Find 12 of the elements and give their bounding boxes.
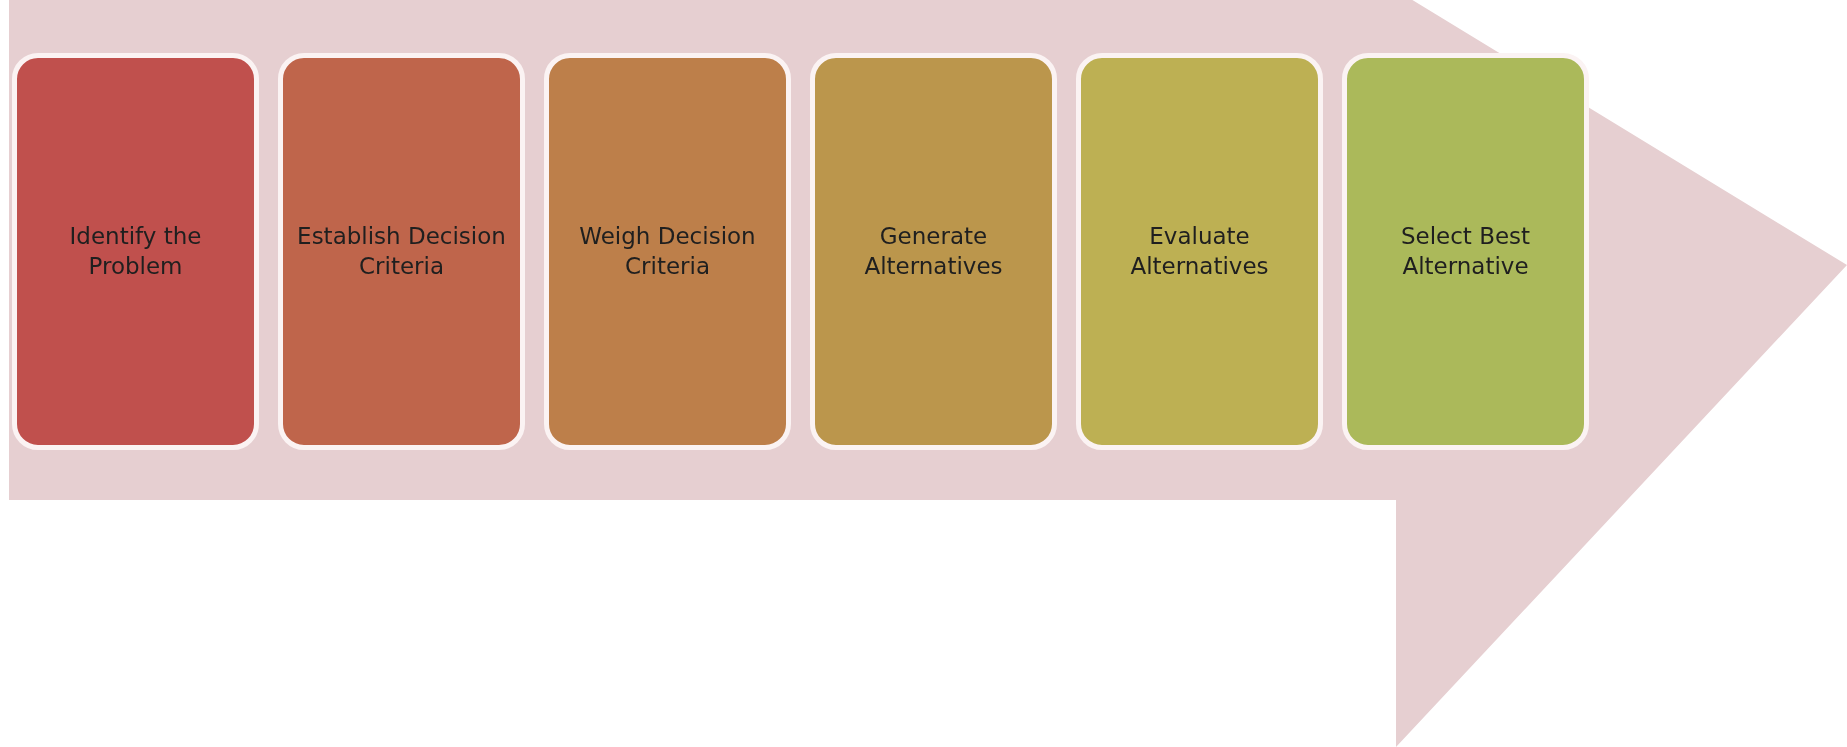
process-box xyxy=(810,53,1057,450)
step-label: Evaluate Alternatives xyxy=(1129,221,1270,281)
step-label: Select Best Alternative xyxy=(1399,221,1532,281)
process-box xyxy=(1076,53,1323,450)
process-box xyxy=(544,53,791,450)
process-box xyxy=(1342,53,1589,450)
step-label: Establish Decision Criteria xyxy=(297,221,506,281)
step-label: Identify the Problem xyxy=(68,221,203,281)
process-box xyxy=(278,53,525,450)
step-label: Weigh Decision Criteria xyxy=(578,221,757,281)
process-box xyxy=(12,53,259,450)
step-label: Generate Alternatives xyxy=(863,221,1004,281)
